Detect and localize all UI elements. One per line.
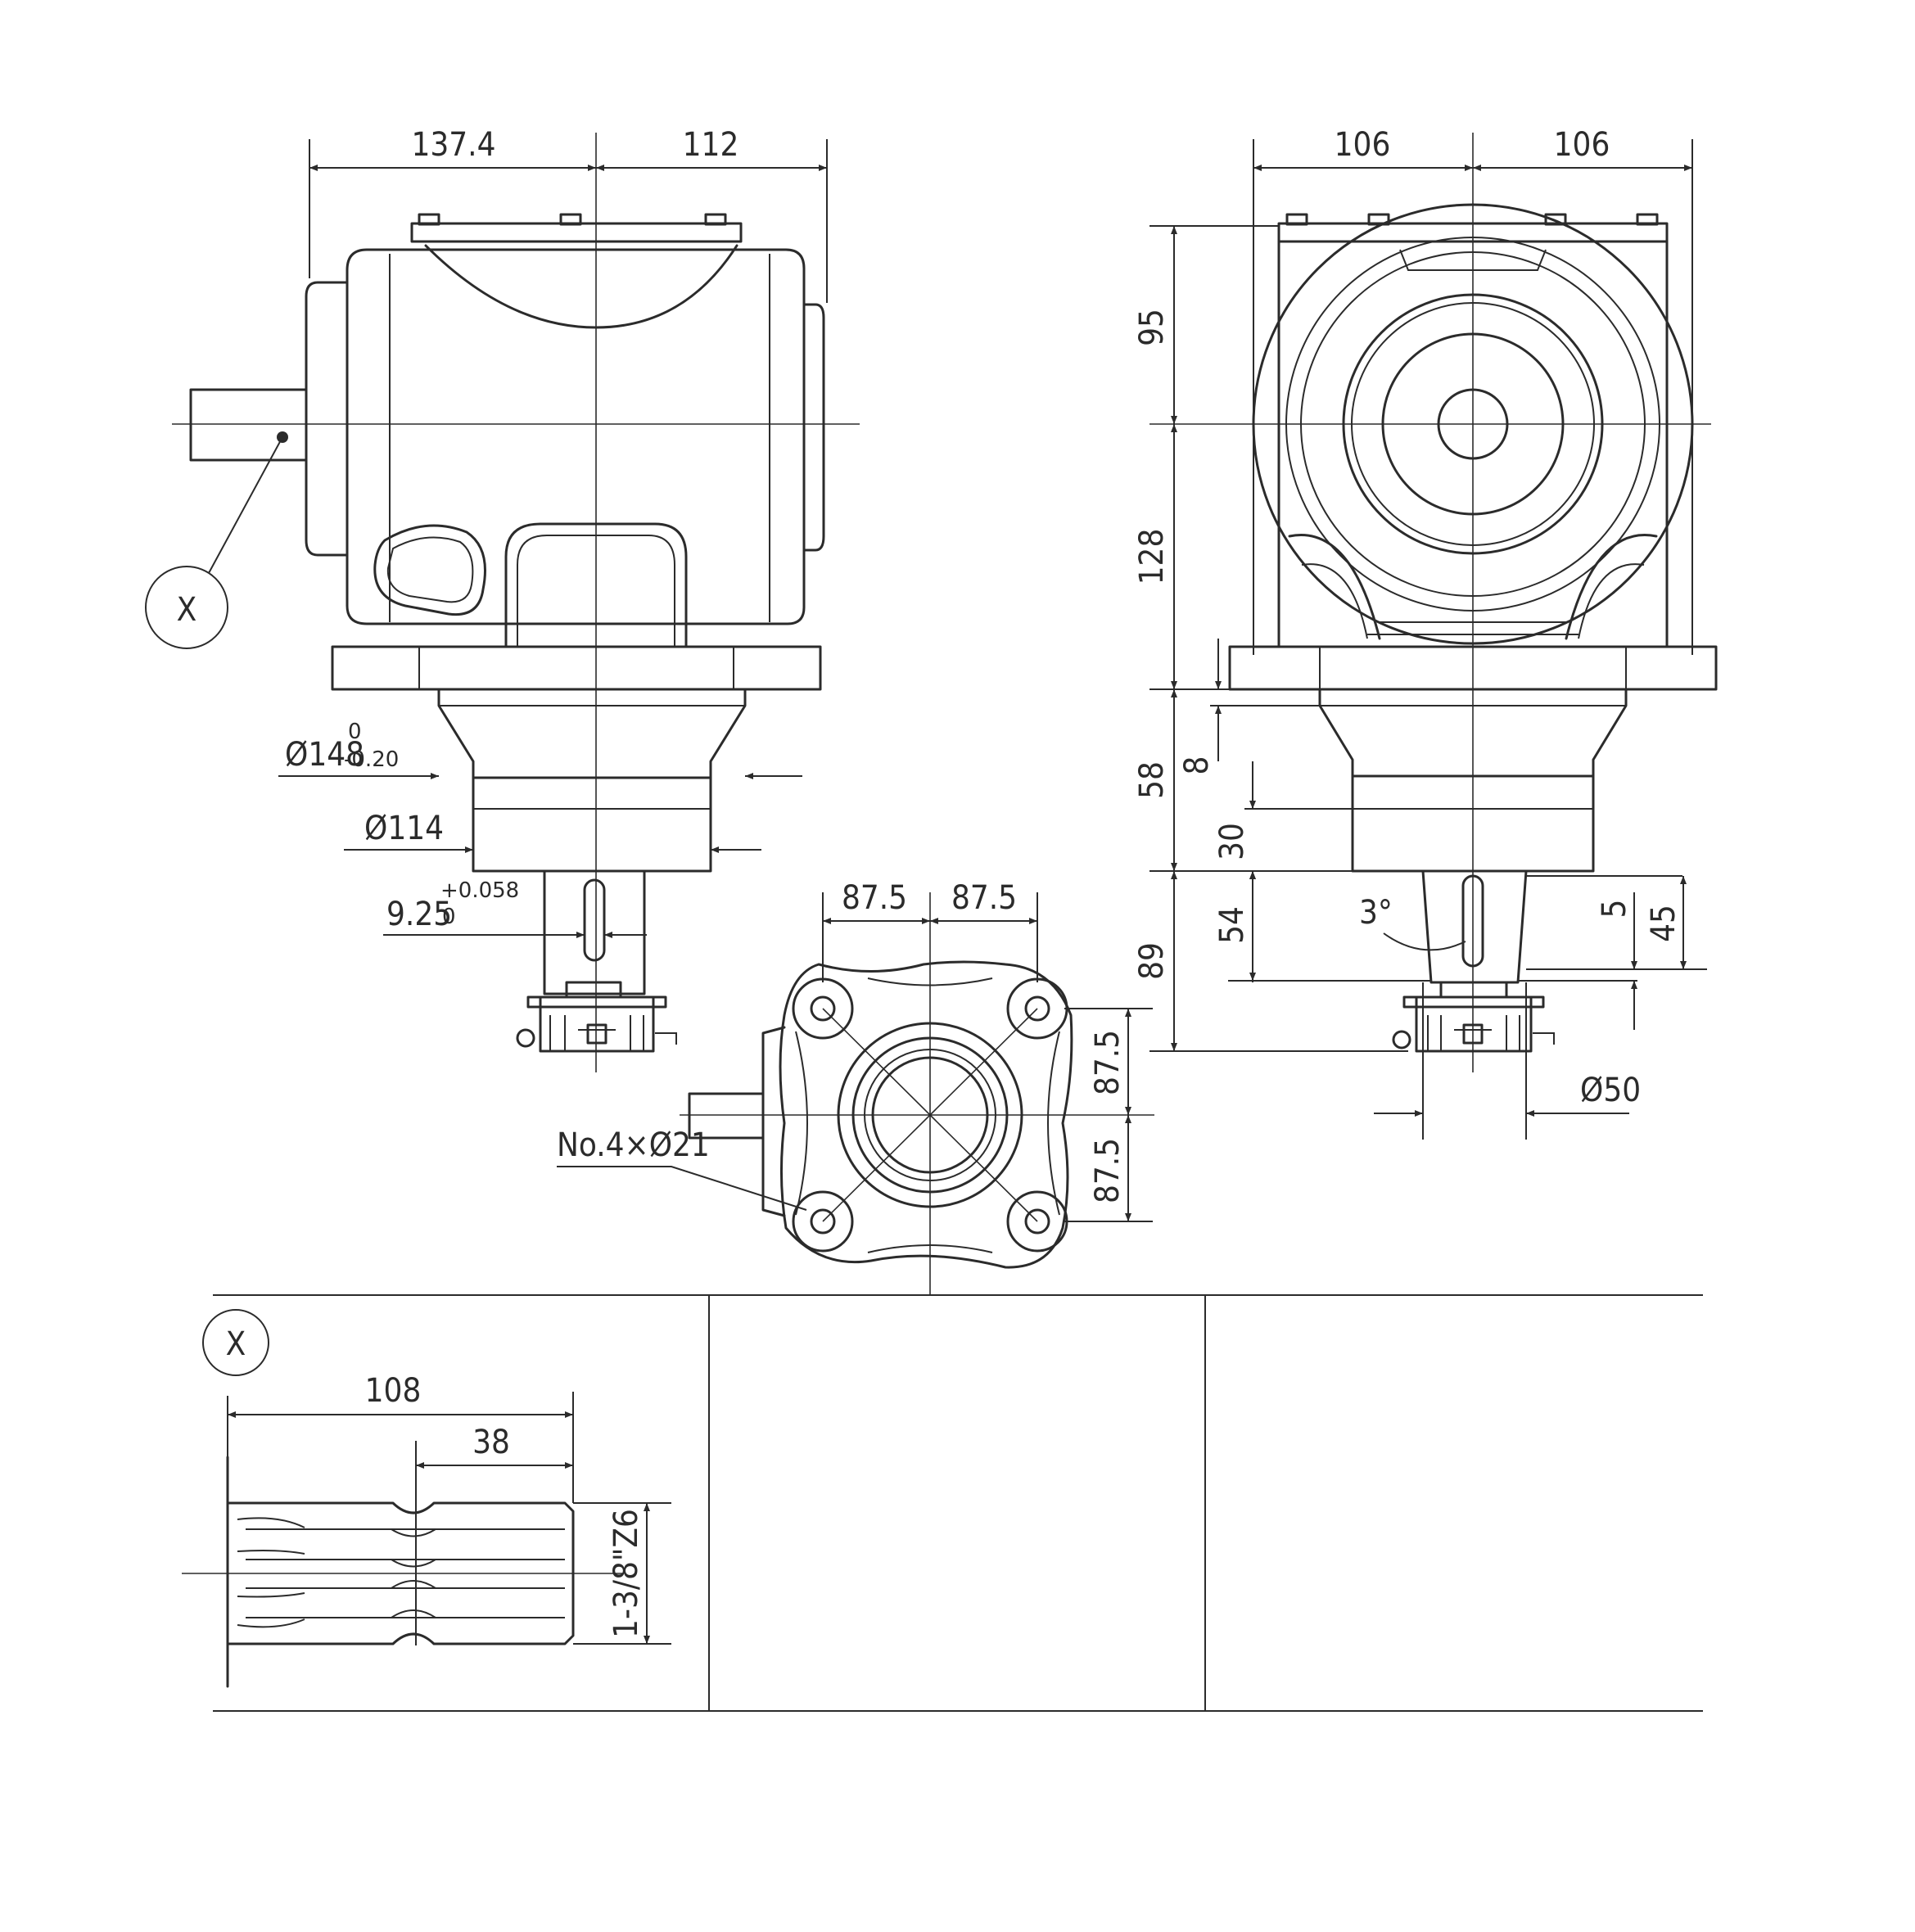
dim-front-width-left: 137.4 xyxy=(412,126,496,164)
dim-front-body-dia: Ø114 xyxy=(364,810,444,847)
front-input-shaft xyxy=(189,388,308,462)
front-left-pocket-inner xyxy=(386,536,474,603)
dim-bottom-bolt-x-left: 87.5 xyxy=(842,879,907,917)
bottom-view: 87.5 87.5 87.5 87.5 No.4×Ø21 xyxy=(557,879,1154,1295)
dim-front-width-right: 112 xyxy=(683,126,739,164)
dim-side-width-right: 106 xyxy=(1554,126,1610,164)
dim-side-shaft-total: 89 xyxy=(1133,942,1171,980)
dim-side-shaft-dia: Ø50 xyxy=(1580,1072,1641,1109)
dim-front-flange-tol-upper: 0 xyxy=(348,720,362,744)
bottom-input-shaft xyxy=(688,1092,765,1140)
side-housing-walls xyxy=(1277,240,1669,648)
side-angle-arc xyxy=(1383,932,1466,951)
dim-side-flange-step: 8 xyxy=(1178,756,1216,775)
front-arch-inner xyxy=(517,535,675,647)
front-right-boss xyxy=(802,303,825,552)
front-flange-step xyxy=(418,647,734,689)
bottom-hole-note: No.4×Ø21 xyxy=(557,1126,710,1164)
dim-front-flange-tol-lower: -0.20 xyxy=(344,747,399,772)
dim-side-height-mid: 128 xyxy=(1133,529,1171,585)
front-output-shaft xyxy=(543,869,646,995)
side-left-scallop xyxy=(1288,534,1381,640)
front-shaft-key xyxy=(583,878,606,962)
front-left-boss xyxy=(305,281,349,557)
front-housing-outline xyxy=(346,248,806,625)
detail-dim-spline-length: 38 xyxy=(472,1424,510,1461)
dim-front-key-tol-upper: +0.058 xyxy=(440,878,519,903)
front-cone xyxy=(437,688,747,779)
bottom-flange-outline xyxy=(779,960,1073,1269)
front-clamp-pin xyxy=(516,1028,535,1048)
front-detail-marker-label: X xyxy=(177,591,197,629)
detail-marker-label: X xyxy=(226,1325,246,1363)
dim-front-key-tol-lower: 0 xyxy=(442,905,456,929)
front-flange xyxy=(331,645,822,691)
side-right-scallop xyxy=(1565,534,1658,640)
dim-side-shaft-key: 54 xyxy=(1213,906,1251,944)
dim-side-key-length: 45 xyxy=(1645,905,1682,942)
detail-spline-spec: 1-3/8"Z6 xyxy=(607,1509,645,1638)
dim-bottom-bolt-x-right: 87.5 xyxy=(951,879,1017,917)
detail-marker-circle xyxy=(202,1309,269,1376)
detail-x-view: X 108 38 1-3/8"Z6 xyxy=(182,1309,671,1688)
bottom-hole-leader xyxy=(557,1166,807,1211)
front-left-pocket xyxy=(373,524,486,616)
front-detail-leader xyxy=(208,436,283,574)
dim-side-height-top: 95 xyxy=(1133,309,1171,346)
dim-side-flange-height: 58 xyxy=(1133,761,1171,799)
front-cover-bolts xyxy=(418,213,727,226)
dim-side-neck: 30 xyxy=(1213,823,1251,860)
front-lower-body xyxy=(472,776,712,873)
side-cover-bolts xyxy=(1285,213,1659,226)
detail-dim-length: 108 xyxy=(365,1372,422,1410)
dim-bottom-bolt-y-bottom: 87.5 xyxy=(1089,1138,1127,1203)
side-view: 106 106 95 128 58 89 8 30 54 3° 5 45 xyxy=(1133,126,1718,1140)
dim-side-key-offset: 5 xyxy=(1596,900,1633,919)
table-frame xyxy=(213,1294,1703,1712)
dim-side-width-left: 106 xyxy=(1335,126,1391,164)
dim-front-key-width: 9.25 xyxy=(386,896,452,933)
detail-spline-grooves xyxy=(237,1517,305,1628)
front-view: 137.4 112 X Ø148 0 -0.20 Ø114 9.25 +0.05… xyxy=(145,126,860,1072)
dim-bottom-bolt-y-top: 87.5 xyxy=(1089,1030,1127,1095)
front-arch-cutout xyxy=(504,522,688,648)
dim-front-flange-dia: Ø148 xyxy=(285,736,364,774)
dim-side-angle: 3° xyxy=(1359,894,1393,932)
front-saddle-curve xyxy=(424,244,738,329)
front-detail-marker-circle xyxy=(145,566,228,649)
front-top-cover xyxy=(410,222,743,243)
